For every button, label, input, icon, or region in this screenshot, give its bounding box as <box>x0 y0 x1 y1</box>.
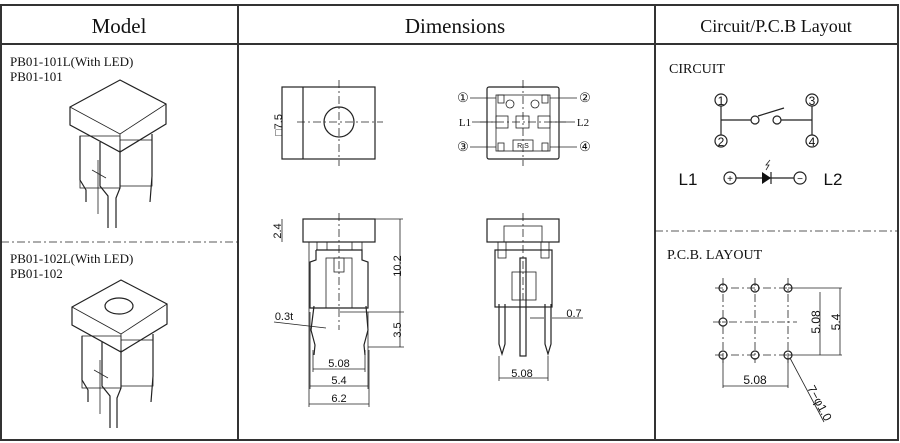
circuit-pin-1: 1 <box>718 94 725 108</box>
dim-cap-width: 6.2 <box>331 393 346 405</box>
side-view-front-drawing <box>273 213 404 407</box>
side-view-side-drawing <box>486 213 583 381</box>
switch-circuit-diagram <box>714 93 819 148</box>
minus-sign: − <box>797 174 803 185</box>
l2-label: L2 <box>577 117 589 129</box>
led-circuit-diagram <box>723 159 807 185</box>
l1-label: L1 <box>459 117 471 129</box>
top-view-drawing <box>281 80 383 166</box>
pin-3-label: ③ <box>457 139 469 154</box>
dim-pin-length: 3.5 <box>392 322 404 337</box>
dim-total-height: 10.2 <box>392 255 404 276</box>
plus-sign: + <box>727 174 733 185</box>
pcb-title: P.C.B. LAYOUT <box>667 248 763 263</box>
dim-pin-pitch: 5.08 <box>328 358 349 370</box>
pcb-layout-drawing <box>713 278 842 423</box>
dim-pin-thickness: 0.3t <box>275 311 293 323</box>
header-circuit-layout: Circuit/P.C.B Layout <box>700 16 852 36</box>
model-2-led-name: PB01-102L(With LED) <box>10 251 133 266</box>
circuit-pin-2: 2 <box>718 135 725 149</box>
circuit-l1: L1 <box>679 170 698 189</box>
header-dimensions: Dimensions <box>405 14 505 38</box>
pcb-v-pitch: 5.08 <box>809 310 823 334</box>
rs-label: R.S <box>517 143 529 150</box>
dim-side-pin-pitch: 5.08 <box>511 368 532 380</box>
dim-body-width: 5.4 <box>331 375 346 387</box>
dim-pin-width: 0.7 <box>566 308 581 320</box>
pin-4-label: ④ <box>579 139 591 154</box>
pcb-holes: 7−φ1.0 <box>804 383 834 424</box>
pcb-v-span: 5.4 <box>829 313 843 330</box>
circuit-l2: L2 <box>824 170 843 189</box>
model-1-name: PB01-101 <box>10 69 63 84</box>
pcb-h-pitch: 5.08 <box>743 373 767 387</box>
circuit-pin-3: 3 <box>809 94 816 108</box>
model-2-name: PB01-102 <box>10 266 63 281</box>
table-border <box>0 4 899 441</box>
pin-2-label: ② <box>579 90 591 105</box>
circuit-pin-4: 4 <box>809 135 816 149</box>
dim-cap-height: 2.4 <box>272 223 284 238</box>
model-1-led-name: PB01-101L(With LED) <box>10 54 133 69</box>
circuit-title: CIRCUIT <box>669 62 725 77</box>
bottom-view-drawing <box>470 80 577 166</box>
pin-1-label: ① <box>457 90 469 105</box>
switch-illustration-2 <box>71 279 168 428</box>
header-model: Model <box>92 14 147 38</box>
dim-top-square: □7.5 <box>273 114 285 136</box>
switch-illustration-1 <box>69 79 167 228</box>
